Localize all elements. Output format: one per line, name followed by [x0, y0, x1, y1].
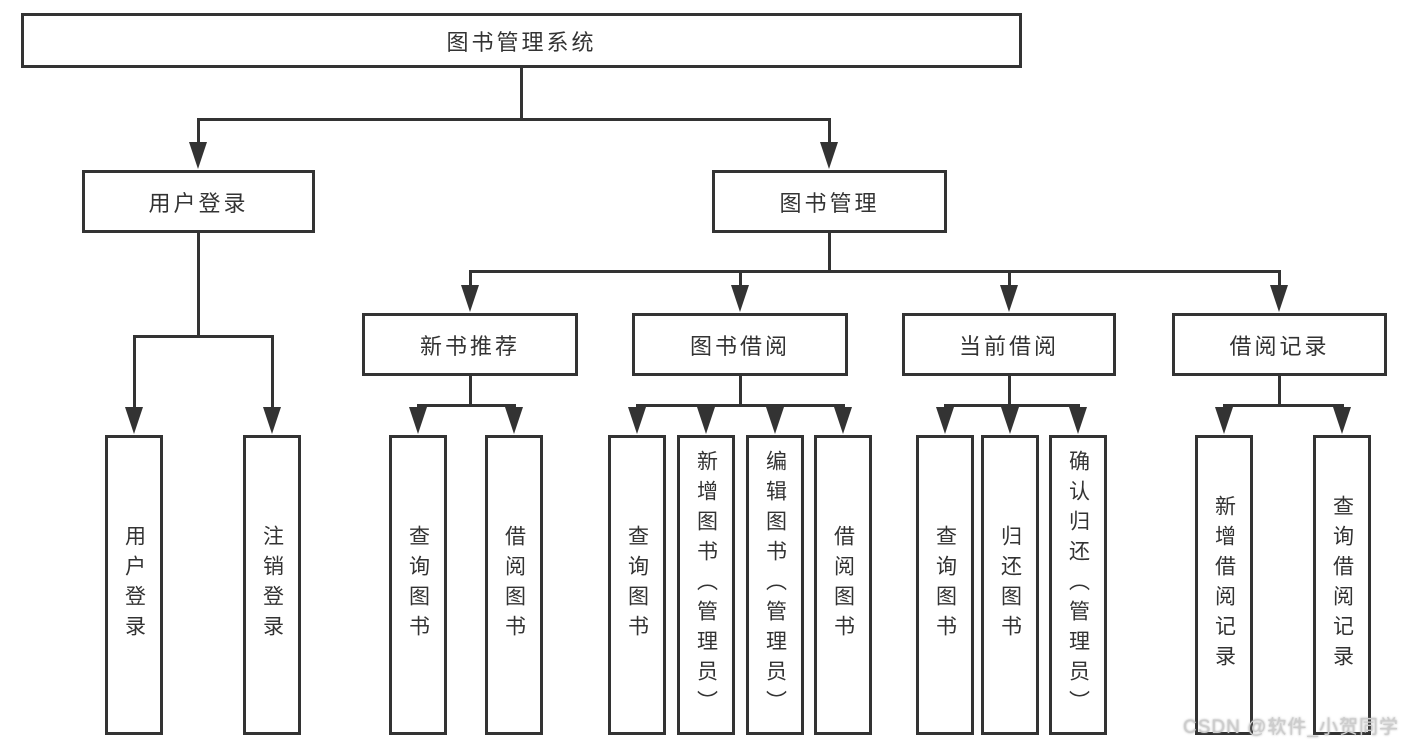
node-label-leaf-logout: 注销登录	[260, 525, 284, 645]
node-label-leaf-br-add: 新增借阅记录	[1212, 495, 1236, 675]
diagram-node-leaf-bb-query: 查询图书	[608, 435, 666, 735]
connector-drop	[738, 270, 742, 288]
connector-branch	[943, 404, 1080, 407]
node-label-new-book-rec: 新书推荐	[419, 333, 520, 359]
node-label-leaf-nb-borrow: 借阅图书	[502, 525, 526, 645]
diagram-node-borrow-records: 借阅记录	[1172, 313, 1387, 376]
arrow-down-icon	[833, 407, 852, 434]
connector-stub	[1007, 376, 1011, 407]
connector-drop	[270, 335, 274, 410]
arrow-down-icon	[1214, 407, 1233, 434]
node-label-leaf-cb-query: 查询图书	[933, 525, 957, 645]
connector-drop	[132, 335, 136, 410]
diagram-node-book-borrow: 图书借阅	[632, 313, 848, 376]
connector-branch	[468, 270, 1281, 273]
node-label-leaf-br-query: 查询借阅记录	[1330, 495, 1354, 675]
arrow-down-icon	[999, 285, 1018, 312]
arrow-down-icon	[1000, 407, 1019, 434]
arrow-down-icon	[820, 142, 838, 169]
node-label-leaf-user-login: 用户登录	[122, 525, 146, 645]
connector-stub	[468, 376, 472, 407]
connector-branch	[635, 404, 845, 407]
arrow-down-icon	[1332, 407, 1351, 434]
connector-branch	[197, 118, 831, 121]
diagram-node-leaf-cb-return: 归还图书	[981, 435, 1039, 735]
node-label-leaf-bb-borrow: 借阅图书	[831, 525, 855, 645]
connector-drop	[197, 118, 200, 145]
connector-stub	[738, 376, 742, 407]
diagram-node-leaf-cb-confirm: 确认归还（管理员）	[1049, 435, 1107, 735]
connector-stub	[828, 233, 831, 273]
arrow-down-icon	[627, 407, 646, 434]
node-label-leaf-cb-confirm: 确认归还（管理员）	[1066, 450, 1090, 720]
node-label-current-borrow: 当前借阅	[958, 333, 1059, 359]
connector-drop	[1278, 270, 1281, 288]
diagram-node-root: 图书管理系统	[21, 13, 1022, 68]
arrow-down-icon	[408, 407, 427, 434]
arrow-down-icon	[935, 407, 954, 434]
arrow-down-icon	[262, 407, 281, 434]
connector-stub	[197, 233, 200, 338]
node-label-leaf-bb-query: 查询图书	[625, 525, 649, 645]
node-label-book-mgmt: 图书管理	[779, 190, 880, 216]
diagram-node-leaf-nb-borrow: 借阅图书	[485, 435, 543, 735]
diagram-node-leaf-nb-query: 查询图书	[389, 435, 447, 735]
connector-drop	[828, 118, 831, 145]
node-label-leaf-bb-edit: 编辑图书（管理员）	[763, 450, 787, 720]
diagram-node-leaf-br-query: 查询借阅记录	[1313, 435, 1371, 735]
node-label-book-borrow: 图书借阅	[689, 333, 790, 359]
arrow-down-icon	[189, 142, 207, 169]
diagram-node-leaf-bb-add: 新增图书（管理员）	[677, 435, 735, 735]
connector-drop	[468, 270, 472, 288]
diagram-node-leaf-br-add: 新增借阅记录	[1195, 435, 1253, 735]
node-label-user-login-group: 用户登录	[148, 190, 249, 216]
watermark: CSDN @软件_小贺同学	[1183, 717, 1399, 738]
diagram-node-leaf-bb-borrow: 借阅图书	[814, 435, 872, 735]
node-label-leaf-cb-return: 归还图书	[998, 525, 1022, 645]
arrow-down-icon	[1270, 285, 1288, 312]
diagram-node-leaf-logout: 注销登录	[243, 435, 301, 735]
diagram-node-new-book-rec: 新书推荐	[362, 313, 578, 376]
arrow-down-icon	[460, 285, 479, 312]
diagram-node-leaf-bb-edit: 编辑图书（管理员）	[746, 435, 804, 735]
node-label-leaf-nb-query: 查询图书	[406, 525, 430, 645]
diagram-node-book-mgmt: 图书管理	[712, 170, 947, 233]
arrow-down-icon	[696, 407, 715, 434]
arrow-down-icon	[504, 407, 523, 434]
connector-branch	[132, 335, 274, 338]
diagram-node-user-login-group: 用户登录	[82, 170, 315, 233]
arrow-down-icon	[124, 407, 143, 434]
arrow-down-icon	[730, 285, 749, 312]
diagram-node-leaf-cb-query: 查询图书	[916, 435, 974, 735]
connector-drop	[1007, 270, 1011, 288]
diagram-node-leaf-user-login: 用户登录	[105, 435, 163, 735]
connector-stub	[1278, 376, 1281, 407]
diagram-node-current-borrow: 当前借阅	[902, 313, 1116, 376]
connector-branch	[1222, 404, 1344, 407]
connector-stub	[520, 68, 523, 121]
node-label-leaf-bb-add: 新增图书（管理员）	[694, 450, 718, 720]
connector-branch	[416, 404, 516, 407]
node-label-borrow-records: 借阅记录	[1229, 333, 1330, 359]
arrow-down-icon	[1068, 407, 1087, 434]
arrow-down-icon	[765, 407, 784, 434]
node-label-root: 图书管理系统	[446, 29, 597, 55]
